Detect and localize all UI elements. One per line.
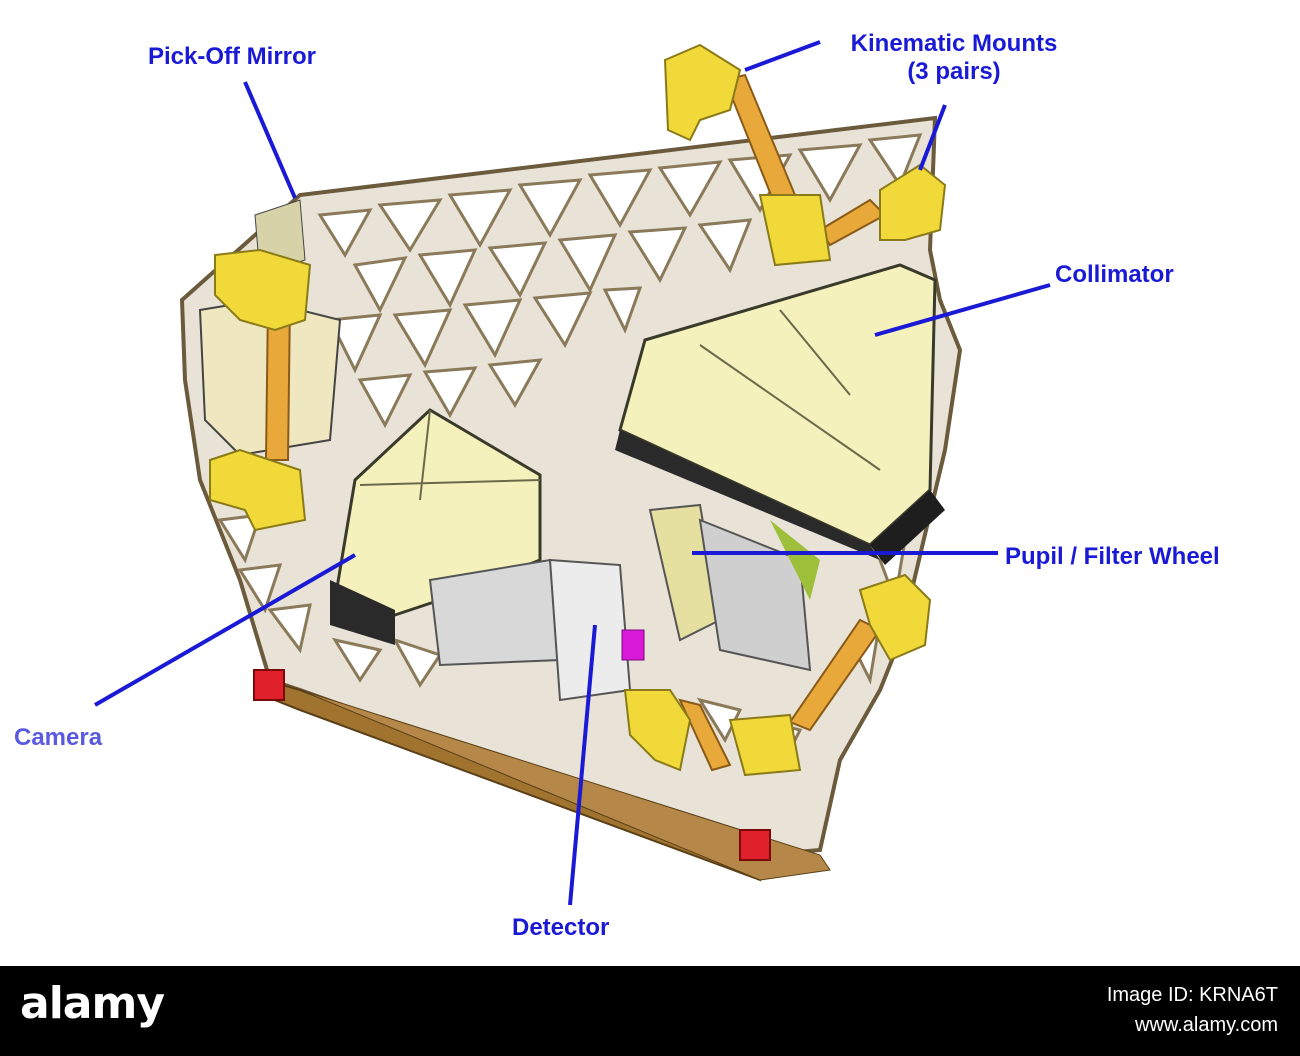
detector-label: Detector [512, 914, 610, 941]
leader-kinematic-2 [918, 104, 947, 171]
red-pads [253, 669, 771, 861]
leader-lines [94, 40, 1051, 906]
pupil-filter-wheel-label: Pupil / Filter Wheel [1005, 543, 1220, 570]
kinematic-mounts-label-line1: Kinematic Mounts [850, 30, 1058, 57]
collimator-label: Collimator [1055, 261, 1174, 288]
kinematic-mounts-label: Kinematic Mounts (3 pairs) [824, 30, 1084, 86]
leader-collimator [874, 283, 1051, 337]
alamy-logo: alamy [20, 978, 165, 1029]
leader-camera [94, 553, 356, 707]
leader-kinematic-1 [744, 40, 821, 72]
pupil-filter-wheel [648, 503, 820, 672]
leader-detector [568, 624, 597, 906]
instrument-diagram [94, 40, 1051, 906]
camera [330, 408, 542, 645]
kinematic-mounts-label-line2: (3 pairs) [907, 58, 1001, 85]
pick-off-mirror-label: Pick-Off Mirror [148, 43, 317, 70]
collimator [615, 263, 945, 565]
detector [428, 558, 645, 702]
watermark-footer: alamy Image ID: KRNA6T www.alamy.com [0, 966, 1300, 1056]
optical-bench [179, 115, 963, 882]
leader-pickoff [243, 81, 297, 199]
footer-url: www.alamy.com [1135, 1014, 1278, 1036]
image-id: Image ID: KRNA6T [1106, 984, 1278, 1006]
kinematic-mounts [209, 43, 947, 777]
camera-label: Camera [14, 724, 103, 751]
